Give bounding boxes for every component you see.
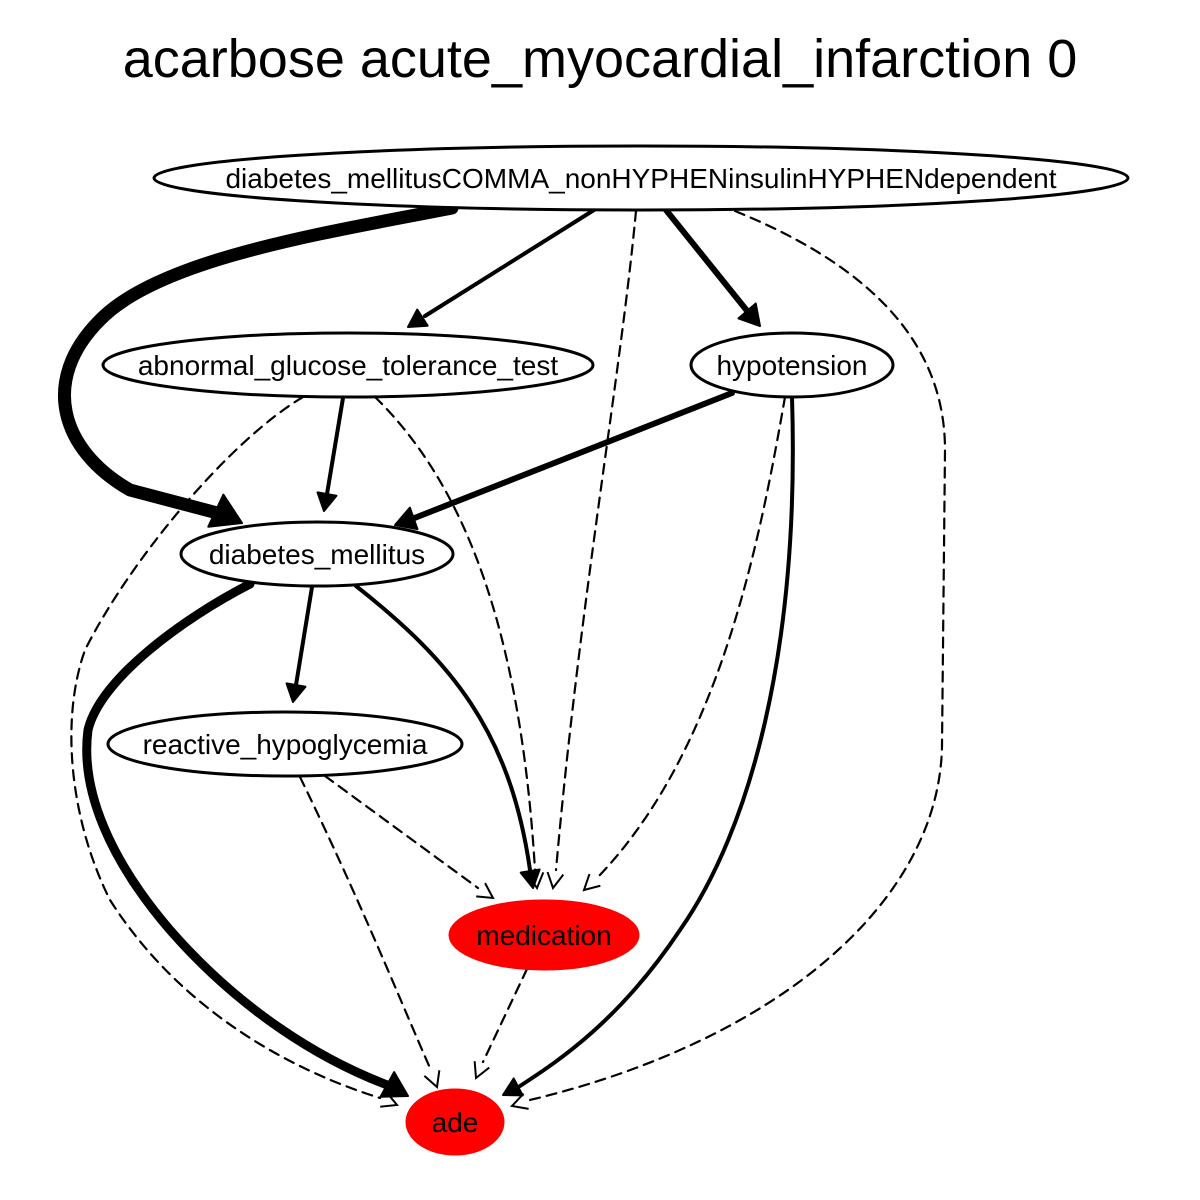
edge-hypotension-to-ade: [502, 395, 795, 1097]
node-hypotension: hypotension: [689, 331, 895, 399]
edge-arrowhead: [394, 506, 419, 531]
node-shape: [405, 1088, 505, 1156]
edge-arrowhead: [473, 1061, 490, 1080]
edge-arrowhead: [737, 302, 761, 327]
edge-dm_nid-to-agtt: [407, 208, 596, 328]
edge-hypotension-to-dm: [394, 390, 735, 531]
node-label: reactive_hypoglycemia: [143, 729, 428, 760]
edge-line: [528, 209, 947, 1102]
edge-line: [596, 395, 787, 879]
edge-arrowhead: [285, 682, 307, 703]
edge-dm-to-medication: [354, 584, 541, 889]
node-medication: medication: [448, 899, 640, 971]
node-shape: [152, 144, 1130, 212]
edge-line: [518, 395, 795, 1088]
node-agtt: abnormal_glucose_tolerance_test: [101, 331, 595, 399]
edge-dm-to-ade: [82, 579, 409, 1098]
edge-arrowhead: [379, 1071, 409, 1098]
edge-hypotension-to-medication: [582, 395, 787, 892]
edge-arrowhead: [407, 308, 429, 328]
edge-rh-to-medication: [323, 774, 495, 900]
edge-arrowhead: [207, 493, 243, 528]
node-shape: [179, 520, 455, 588]
edge-dm_nid-to-hypotension: [663, 207, 761, 327]
edge-arrowhead: [476, 882, 495, 900]
edge-arrowhead: [502, 1077, 524, 1097]
edge-line: [554, 209, 638, 872]
edge-arrowhead: [423, 1070, 441, 1089]
edge-line: [481, 967, 529, 1064]
edge-arrowhead: [316, 491, 338, 512]
edge-arrowhead: [582, 873, 601, 892]
edge-line: [663, 207, 751, 315]
node-dm_nid: diabetes_mellitusCOMMA_nonHYPHENinsulinH…: [152, 144, 1130, 212]
edge-dm-to-rh: [285, 585, 314, 703]
page-title: acarbose acute_myocardial_infarction 0: [122, 29, 1078, 89]
edge-medication-to-ade: [473, 967, 529, 1080]
node-dm: diabetes_mellitus: [179, 520, 455, 588]
node-shape: [106, 710, 464, 778]
edge-line: [409, 390, 735, 522]
edge-line: [325, 396, 345, 496]
node-shape: [448, 899, 640, 971]
edge-line: [82, 579, 395, 1091]
edge-arrowhead: [509, 1093, 529, 1110]
node-label: abnormal_glucose_tolerance_test: [138, 350, 558, 381]
edge-line: [294, 585, 314, 687]
edges-layer: [58, 201, 947, 1110]
node-label: hypotension: [716, 350, 867, 381]
edge-dm_nid-to-ade: [509, 209, 947, 1110]
node-rh: reactive_hypoglycemia: [106, 710, 464, 778]
node-label: ade: [432, 1107, 479, 1138]
edge-rh-to-ade: [298, 775, 441, 1089]
node-ade: ade: [405, 1088, 505, 1156]
edge-line: [58, 201, 459, 522]
node-shape: [689, 331, 895, 399]
edge-line: [354, 584, 532, 872]
edge-line: [423, 208, 596, 318]
edge-line: [70, 395, 382, 1100]
edge-line: [298, 775, 432, 1070]
node-shape: [101, 331, 595, 399]
edge-dm_nid-to-medication: [546, 209, 638, 891]
edge-arrowhead: [519, 868, 541, 889]
node-label: diabetes_mellitusCOMMA_nonHYPHENinsulinH…: [225, 163, 1056, 194]
edge-agtt-to-dm: [316, 396, 345, 512]
edge-line: [323, 774, 480, 890]
nodes-layer: diabetes_mellitusCOMMA_nonHYPHENinsulinH…: [101, 144, 1130, 1156]
edge-dm_nid-to-dm: [58, 201, 459, 528]
edge-arrowhead: [546, 871, 565, 891]
node-label: medication: [476, 920, 611, 951]
node-label: diabetes_mellitus: [209, 539, 425, 570]
edge-line: [373, 395, 537, 872]
